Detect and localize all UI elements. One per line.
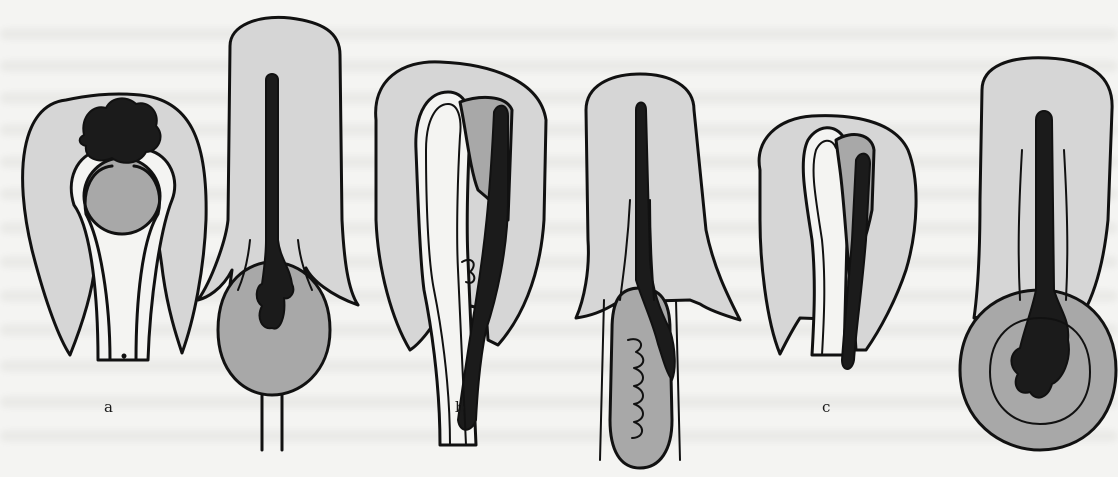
panel-label-b: b — [455, 398, 465, 416]
dot-marker — [122, 354, 127, 359]
panel-label-c: c — [822, 398, 830, 416]
stage-5-hernia-sac — [759, 116, 916, 369]
stage-2-hernia-sac — [198, 17, 358, 450]
inner-grey-sac — [84, 158, 160, 234]
stage-1-hernia-sac — [23, 94, 207, 360]
stage-6-hernia-sac — [960, 58, 1116, 450]
panel-label-a: a — [104, 398, 113, 416]
outer-sac — [576, 74, 740, 320]
stage-3-hernia-sac — [376, 62, 546, 445]
stage-4-hernia-sac — [576, 74, 740, 468]
neck-lines — [262, 395, 282, 450]
